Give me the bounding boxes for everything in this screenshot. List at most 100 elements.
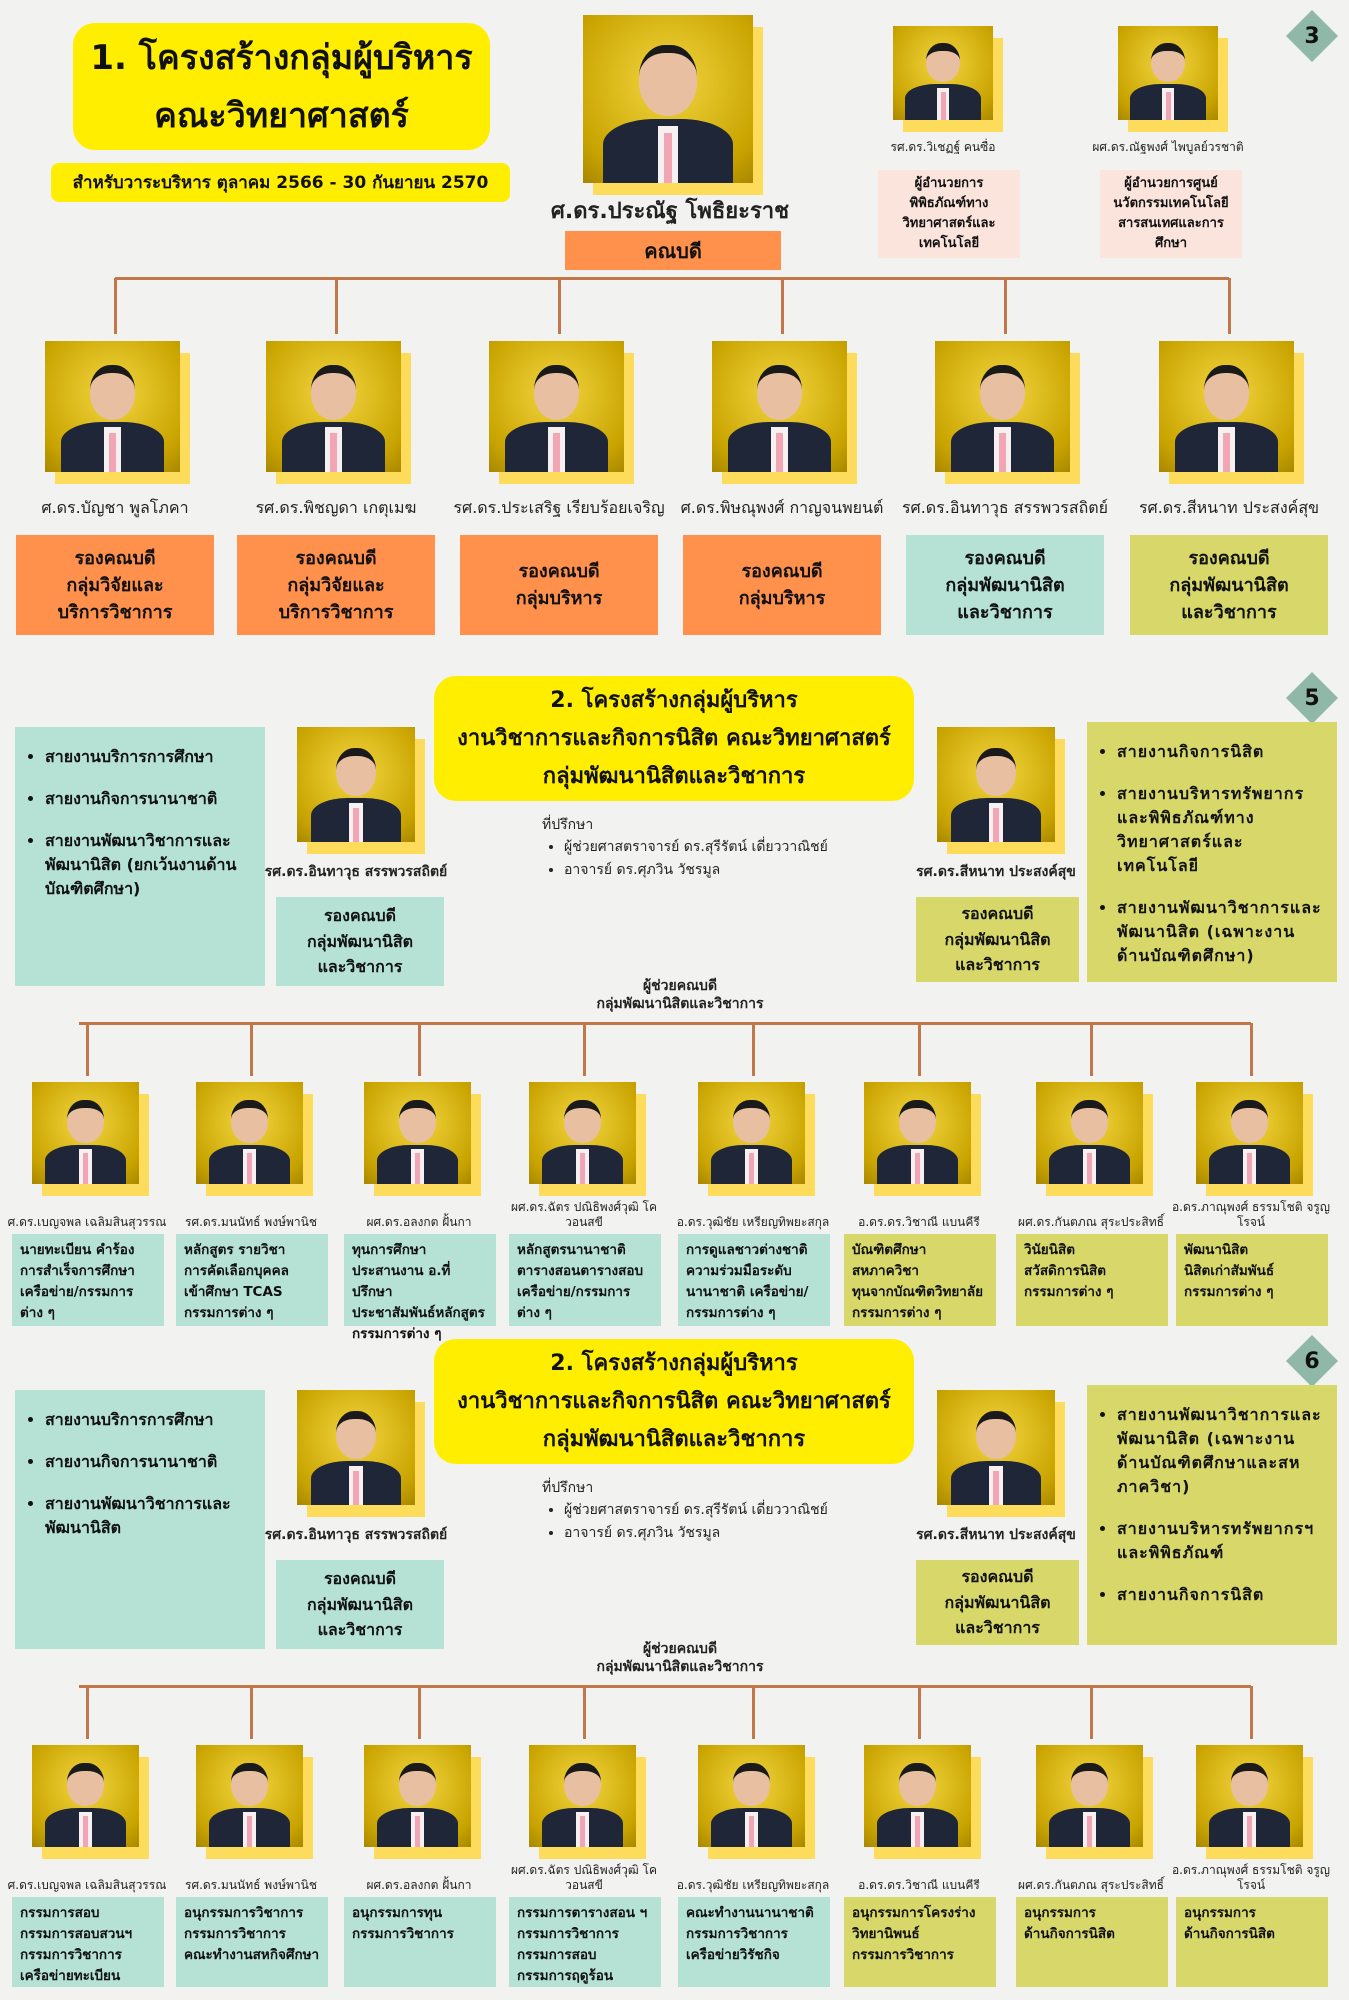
connector-line: [1249, 1686, 1253, 1739]
connector-line: [582, 1686, 586, 1739]
text-line: รองคณบดี: [961, 904, 1034, 924]
assistant-name: อ.ดร.ภาณุพงศ์ ธรรมโชติ จรูญโรจน์: [1171, 1200, 1331, 1229]
deputy-photo: [712, 341, 847, 472]
text-line: ทุนจากบัณฑิตวิทยาลัย: [852, 1283, 984, 1300]
title-line: คณะวิทยาศาสตร์: [154, 96, 409, 136]
assistant-duties: บัณฑิตศึกษาสหภาควิชาทุนจากบัณฑิตวิทยาลัย…: [844, 1234, 996, 1326]
connector-line: [417, 1686, 421, 1739]
page-number: 5: [1304, 685, 1320, 711]
assistant-name: ผศ.ดร.อลงกต ฝั้นกา: [366, 1215, 472, 1229]
text-line: กรรมการวิชาการ: [20, 1946, 122, 1963]
text-line: รองคณบดี: [323, 906, 397, 926]
text-line: กรรมการต่าง ๆ: [852, 1304, 942, 1321]
text-line: รองคณบดี: [964, 547, 1046, 569]
assistant-duties: วินัยนิสิตสวัสดิการนิสิตกรรมการต่าง ๆ: [1016, 1234, 1168, 1326]
deputy-role: รองคณบดีกลุ่มพัฒนานิสิตและวิชาการ: [916, 897, 1079, 982]
text-line: กรรมการต่าง ๆ: [686, 1304, 776, 1321]
tie: [246, 1153, 253, 1184]
assistant-duties: ทุนการศึกษาประสานงาน อ.ที่ปรึกษาประชาสัม…: [344, 1234, 496, 1342]
text-line: กรรมการวิชาการ: [517, 1925, 619, 1942]
tie: [353, 1470, 359, 1505]
text-line: กลุ่มพัฒนานิสิต: [306, 1594, 414, 1614]
left-units-panel: สายงานบริการการศึกษาสายงานกิจการนานาชาติ…: [15, 1390, 265, 1649]
tie: [993, 1470, 999, 1505]
page-badge: 5: [1286, 672, 1338, 724]
head: [399, 1763, 436, 1807]
director-name: รศ.ดร.วิเชฏฐ์ คนซื่อ: [890, 140, 996, 154]
connector-line: [417, 1023, 421, 1076]
text-line: กลุ่มพัฒนานิสิตและวิชาการ: [542, 764, 806, 789]
text-line: 2. โครงสร้างกลุ่มผู้บริหาร: [550, 688, 798, 713]
assistant-name: รศ.ดร.มนนัทธ์ พงษ์พานิช: [185, 1215, 317, 1229]
tie: [748, 1816, 755, 1847]
head: [89, 364, 136, 420]
connector-line: [751, 1686, 755, 1739]
text-line: กรรมการวิชาการ: [852, 1946, 954, 1963]
dean-role: คณบดี: [565, 231, 781, 270]
director-photo: [893, 26, 993, 120]
text-line: รองคณบดี: [295, 547, 377, 569]
text-line: การคัดเลือกบุคคล: [184, 1262, 289, 1279]
text-line: คณะทำงานสหกิจศึกษา: [184, 1946, 320, 1963]
assistant-duties: อนุกรรมการด้านกิจการนิสิต: [1176, 1897, 1328, 1987]
connector-line: [79, 1021, 1251, 1025]
tie: [914, 1153, 921, 1184]
head: [1231, 1763, 1268, 1807]
text-line: กรรมการฤดูร้อน: [517, 1967, 614, 1984]
assistant-name: อ.ดร.วุฒิชัย เหรียญทิพยะสกุล: [676, 1215, 830, 1229]
page-badge: 6: [1286, 1335, 1338, 1387]
assistant-photo: [364, 1745, 471, 1847]
tie: [82, 1153, 89, 1184]
deputy-name: รศ.ดร.สีหนาท ประสงค์สุข: [916, 864, 1076, 880]
tie: [82, 1816, 89, 1847]
head: [979, 364, 1026, 420]
assistant-duties: อนุกรรมการทุนกรรมการวิชาการ: [344, 1897, 496, 1987]
text-line: และวิชาการ: [317, 1620, 403, 1640]
text-line: รองคณบดี: [323, 1569, 397, 1589]
text-line: ตารางสอนตารางสอบ: [517, 1262, 644, 1279]
text-line: และวิชาการ: [957, 601, 1053, 623]
assistant-name: ศ.ดร.เบญจพล เฉลิมสินสุวรรณ: [7, 1878, 167, 1892]
assistant-duties: พัฒนานิสิตนิสิตเก่าสัมพันธ์กรรมการต่าง ๆ: [1176, 1234, 1328, 1326]
assistant-photo: [529, 1082, 636, 1184]
head: [67, 1100, 104, 1144]
text-line: คณะทำงานนานาชาติ: [686, 1905, 814, 1921]
text-line: กลุ่มบริหาร: [738, 588, 826, 609]
text-line: ต่าง ๆ: [517, 1304, 552, 1321]
assistant-duties: กรรมการสอบกรรมการสอบสวนฯกรรมการวิชาการเค…: [12, 1897, 164, 1987]
text-line: การดูแลชาวต่างชาติ: [686, 1242, 808, 1258]
text-line: วินัยนิสิต: [1024, 1242, 1075, 1258]
assistant-photo: [364, 1082, 471, 1184]
advisors-list: ผู้ช่วยศาสตราจารย์ ดร.สุรีรัตน์ เดี่ยววา…: [542, 1499, 882, 1544]
text-line: บริการวิชาการ: [278, 601, 394, 623]
unit-item: สายงานกิจการนานาชาติ: [45, 787, 251, 811]
head: [1071, 1763, 1108, 1807]
tie: [414, 1816, 421, 1847]
assistant-photo: [32, 1745, 139, 1847]
text-line: กลุ่มพัฒนานิสิตและวิชาการ: [596, 1658, 764, 1675]
head: [639, 45, 697, 116]
connector-line: [1003, 278, 1007, 334]
text-line: รองคณบดี: [74, 547, 156, 569]
text-line: กรรมการต่าง ๆ: [1024, 1283, 1114, 1300]
connector-line: [85, 1686, 89, 1739]
director-name: ผศ.ดร.ณัฐพงศ์ ไพบูลย์วรชาติ: [1092, 140, 1244, 154]
tie: [1246, 1816, 1253, 1847]
text-line: สหภาควิชา: [852, 1262, 919, 1279]
connector-line: [113, 278, 117, 334]
text-line: กรรมการต่าง ๆ: [184, 1304, 274, 1321]
text-line: เครือข่ายทะเบียน: [20, 1967, 121, 1984]
unit-item: สายงานกิจการนานาชาติ: [45, 1450, 251, 1474]
connector-line: [751, 1023, 755, 1076]
assistant-photo: [1036, 1082, 1143, 1184]
unit-item: สายงานบริหารทรัพยากรและพิพิธภัณฑ์ทางวิทย…: [1117, 782, 1323, 878]
text-line: นายทะเบียน คำร้อง: [20, 1242, 135, 1258]
assistant-photo: [32, 1082, 139, 1184]
unit-item: สายงานพัฒนาวิชาการและพัฒนานิสิต (เฉพาะงา…: [1117, 896, 1323, 968]
text-line: กลุ่มพัฒนานิสิต: [944, 1592, 1051, 1612]
text-line: วิทยานิพนธ์: [852, 1925, 920, 1942]
tie: [553, 432, 560, 472]
unit-item: สายงานกิจการนิสิต: [1117, 740, 1323, 764]
text-line: กรรมการวิชาการ: [686, 1925, 788, 1942]
